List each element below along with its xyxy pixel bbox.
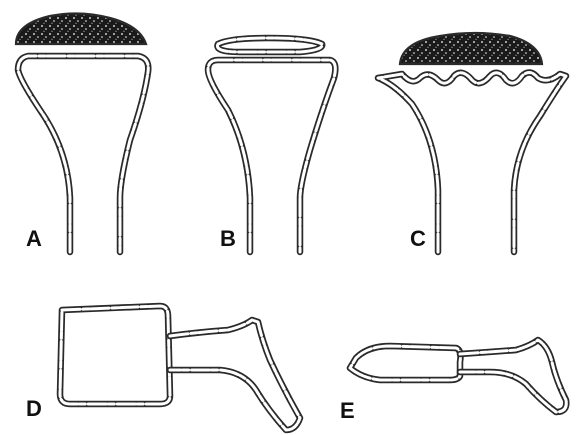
panel-d: D [26,306,300,430]
flattened-outline-e [350,346,461,380]
bone-shaft-d [170,320,300,430]
panel-label-c: C [410,226,426,251]
panel-label-b: B [220,226,236,251]
panel-e: E [340,340,566,423]
bone-shaft-e [460,340,566,412]
metaphysis-outline-c [378,72,566,252]
metaphysis-outline-a [18,56,148,252]
thin-epiphysis-b [217,38,322,52]
epiphysis-a [16,13,146,44]
panel-label-e: E [340,398,355,423]
panel-a: A [16,13,148,252]
metaphysis-outline-b [208,60,335,252]
panel-label-a: A [26,226,42,251]
square-outline-d [60,306,170,404]
panel-c: C [378,33,566,252]
epiphysis-c [400,33,542,64]
panel-b: B [208,38,335,252]
panel-label-d: D [26,396,42,421]
